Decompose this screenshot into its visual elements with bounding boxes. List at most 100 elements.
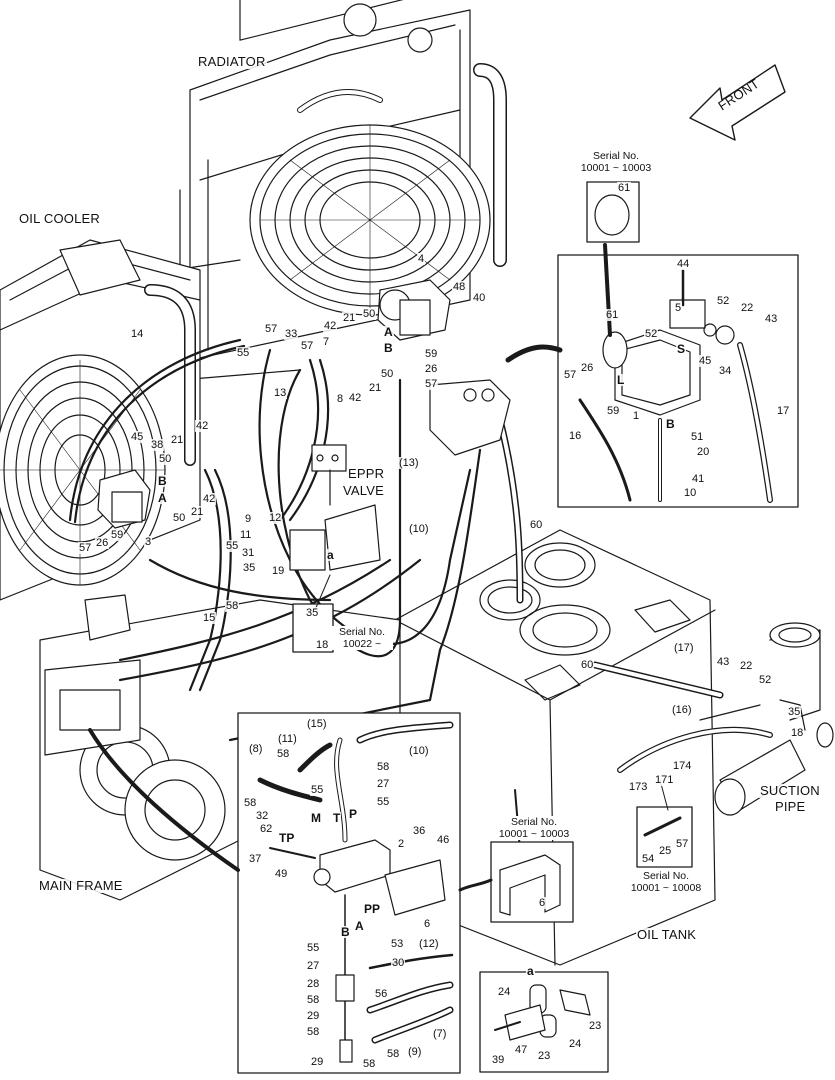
label-oil-cooler: OIL COOLER (18, 211, 101, 226)
suction-pipe (699, 622, 834, 816)
callout: A (354, 919, 365, 933)
callout: B (383, 341, 394, 355)
callout: 29 (306, 1010, 321, 1022)
serial-mid: Serial No. 10022 ~ (331, 626, 393, 650)
callout: 52 (758, 674, 773, 686)
serial-top: Serial No. 10001 ~ 10003 (572, 150, 660, 174)
callout: 42 (323, 320, 338, 332)
label-main-frame: MAIN FRAME (38, 878, 124, 893)
callout: 34 (718, 365, 733, 377)
label-pipe: PIPE (774, 799, 807, 814)
callout: 58 (306, 1026, 321, 1038)
callout: 50 (362, 308, 377, 320)
callout: L (616, 373, 626, 387)
cooler-motor-pump (97, 469, 151, 529)
callout: 50 (380, 368, 395, 380)
callout: 173 (628, 781, 649, 793)
callout: 45 (698, 355, 713, 367)
callout: 41 (691, 473, 706, 485)
callout: 33 (284, 328, 299, 340)
callout: 3 (144, 536, 153, 548)
callout: 56 (374, 988, 389, 1000)
callout: 7 (322, 336, 331, 348)
callout: (17) (673, 642, 695, 654)
solenoid-block (289, 504, 381, 571)
callout: 12 (268, 512, 283, 524)
callout: 30 (391, 957, 406, 969)
callout: 46 (436, 834, 451, 846)
callout: 43 (716, 656, 731, 668)
callout: 35 (787, 706, 802, 718)
callout: 18 (790, 727, 805, 739)
callout: (9) (407, 1046, 423, 1058)
callout: 57 (675, 838, 690, 850)
callout: (10) (408, 523, 430, 535)
callout: 174 (672, 760, 693, 772)
callout: 59 (110, 529, 125, 541)
callout: 52 (716, 295, 731, 307)
detail-a-parts (494, 984, 591, 1041)
callout: 57 (78, 542, 93, 554)
callout: 26 (424, 363, 439, 375)
callout: 62 (259, 823, 274, 835)
callout: 6 (538, 897, 547, 909)
callout: 35 (305, 607, 320, 619)
callout: 24 (568, 1038, 583, 1050)
callout: 25 (658, 845, 673, 857)
callout: 58 (276, 748, 291, 760)
callout: TP (278, 831, 296, 845)
callout: T (332, 811, 342, 825)
callout: a (326, 548, 335, 562)
callout: (12) (418, 938, 440, 950)
callout: 15 (202, 612, 217, 624)
callout: 2 (397, 838, 406, 850)
callout: 32 (255, 810, 270, 822)
callout: 24 (497, 986, 512, 998)
callout: 171 (654, 774, 675, 786)
callout: 31 (241, 547, 256, 559)
callout: 14 (130, 328, 145, 340)
callout: 55 (306, 942, 321, 954)
callout: 42 (348, 392, 363, 404)
callout: 55 (225, 540, 240, 552)
callout: 28 (306, 978, 321, 990)
callout: B (665, 417, 676, 431)
callout: 35 (242, 562, 257, 574)
callout: B (157, 474, 168, 488)
callout: 21 (190, 506, 205, 518)
callout: (8) (248, 743, 264, 755)
callout: 10 (683, 487, 698, 499)
front-arrow-icon (689, 64, 786, 141)
label-suction: SUCTION (759, 783, 821, 798)
callout: (16) (671, 704, 693, 716)
callout: 4 (417, 253, 426, 265)
detail-box-clamp (292, 603, 334, 653)
callout: P (348, 807, 359, 821)
callout: 59 (606, 405, 621, 417)
callout: PP (363, 902, 382, 916)
callout: (13) (398, 457, 420, 469)
callout: 43 (764, 313, 779, 325)
callout: 52 (644, 328, 659, 340)
callout: 23 (588, 1020, 603, 1032)
callout: 37 (248, 853, 263, 865)
callout: 58 (362, 1058, 377, 1070)
callout: 20 (696, 446, 711, 458)
callout: S (676, 342, 687, 356)
callout: 9 (244, 513, 253, 525)
callout: 26 (580, 362, 595, 374)
callout: 1 (632, 410, 641, 422)
radiator-assembly (174, 0, 507, 381)
callout: 11 (239, 529, 253, 541)
callout: 8 (336, 393, 345, 405)
callout: 26 (95, 537, 110, 549)
callout: 22 (739, 660, 754, 672)
serial-right: Serial No. 10001 ~ 10008 (622, 870, 710, 894)
callout: A (383, 325, 394, 339)
radiator-fan (249, 124, 491, 316)
callout: 6 (423, 918, 432, 930)
callout: 42 (202, 493, 217, 505)
callout: 51 (690, 431, 705, 443)
label-oil-tank: OIL TANK (636, 927, 698, 942)
